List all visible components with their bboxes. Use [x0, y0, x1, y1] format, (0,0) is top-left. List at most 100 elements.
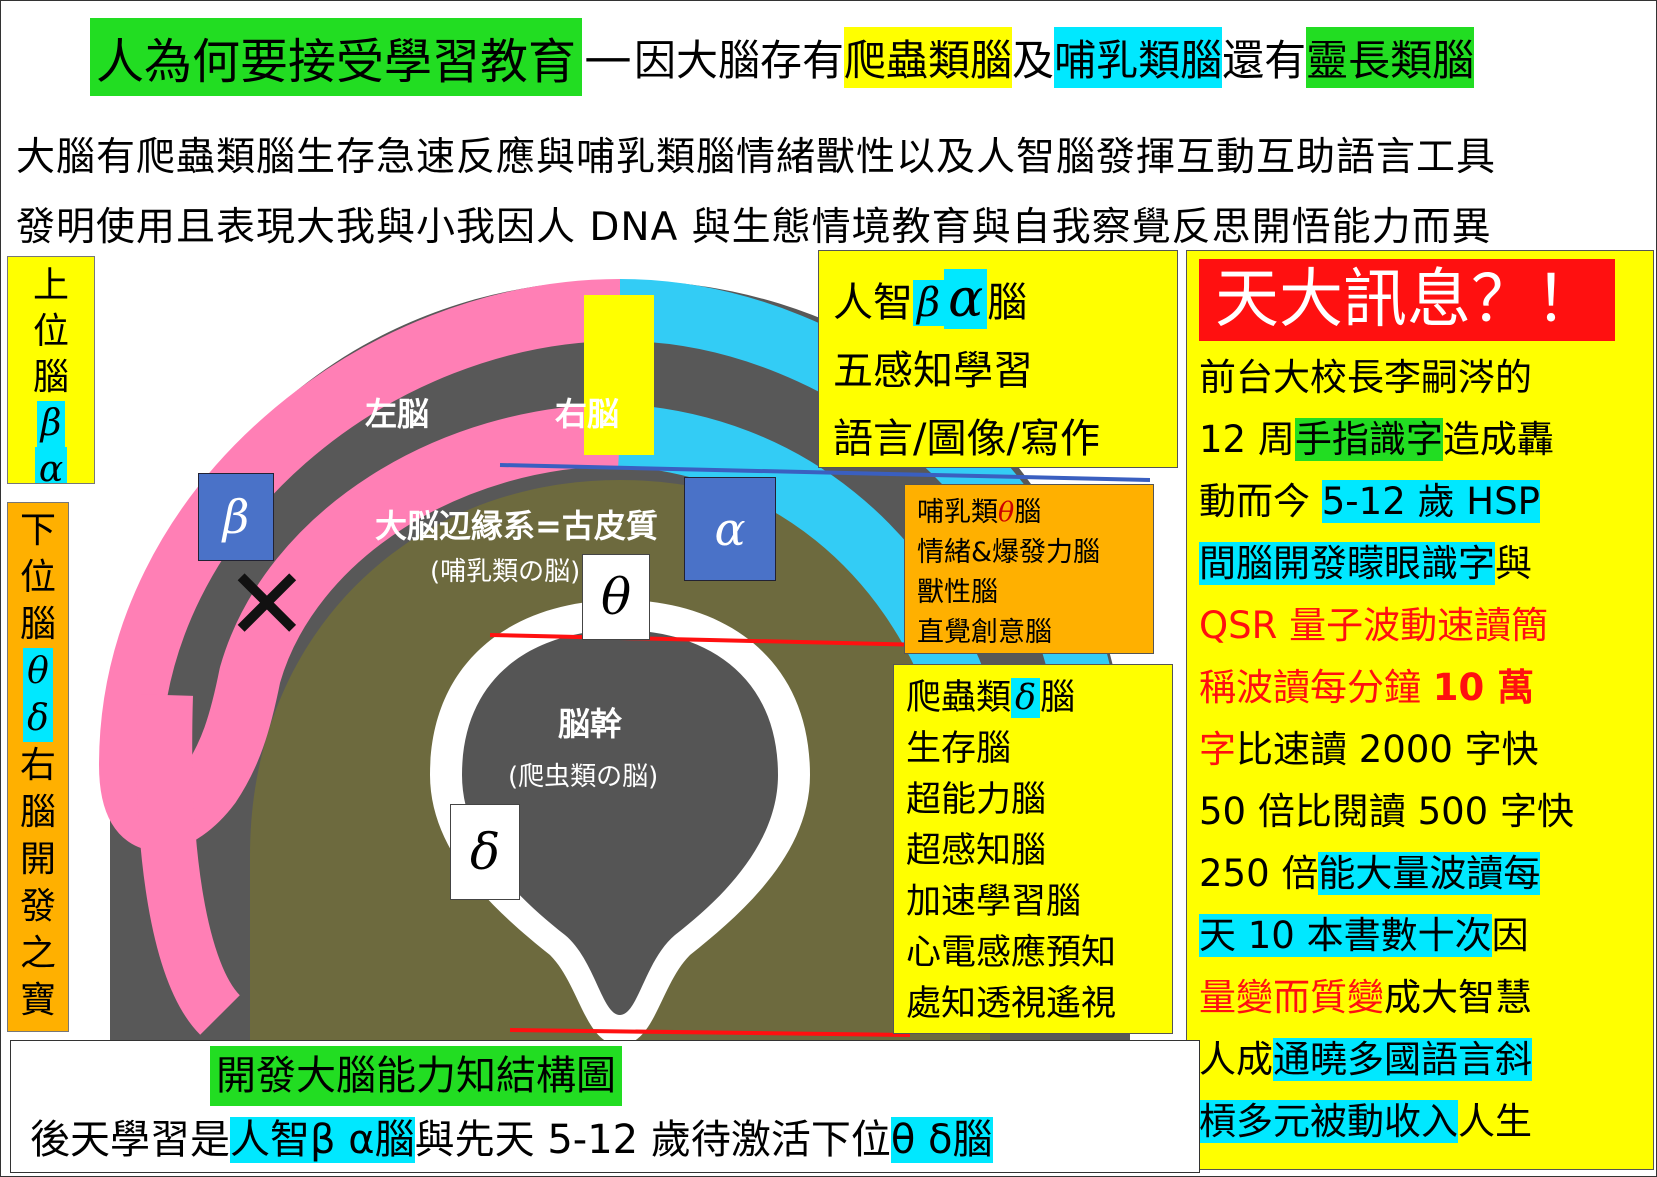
- mammal-box-line-4: 直覺創意腦: [917, 617, 1052, 648]
- human-box-alpha: α: [944, 269, 988, 329]
- intro-line-1: 大腦有爬蟲類腦生存急速反應與哺乳類腦情緒獸性以及人智腦發揮互動互助語言工具: [16, 135, 1497, 180]
- lower-char: 之: [19, 933, 56, 974]
- stem-label: 脳幹: [558, 705, 623, 743]
- news-text: 與: [1495, 542, 1532, 585]
- mammal-box-theta: θ: [998, 497, 1015, 528]
- lower-char: 開: [19, 839, 56, 880]
- lower-char: 發: [19, 886, 56, 927]
- caption-text: 後天學習是: [30, 1117, 230, 1163]
- intro-line-2: 發明使用且表現大我與小我因人 DNA 與生態情境教育與自我察覺反思開悟能力而異: [16, 205, 1492, 250]
- reptile-box-delta: δ: [1011, 678, 1041, 718]
- news-text: 動而今: [1199, 480, 1310, 523]
- title-mammal: 哺乳類腦: [1054, 26, 1223, 88]
- news-highlight: 能大量波讀每: [1318, 852, 1541, 895]
- news-red-text: 字: [1199, 728, 1236, 771]
- title-part-1: 因大腦存有: [634, 35, 845, 85]
- news-highlight: 5-12 歲 HSP: [1321, 480, 1540, 523]
- lower-brain-box: 下 位 腦 θ δ 右 腦 開 發 之 寶: [7, 502, 69, 1032]
- alpha-box: α: [684, 477, 776, 581]
- news-line: 12 周手指識字造成轟: [1199, 409, 1641, 471]
- news-line: 間腦開發矇眼識字與: [1199, 533, 1641, 595]
- lower-greek-theta: θ: [23, 648, 53, 695]
- mammal-brain-box: 哺乳類θ腦 情緒&爆發力腦 獸性腦 直覺創意腦: [904, 484, 1154, 654]
- news-highlight: 通曉多國語言斜: [1273, 1038, 1532, 1081]
- news-line: 量變而質變成大智慧: [1199, 967, 1641, 1029]
- reptile-box-line: 超能力腦: [906, 780, 1047, 820]
- upper-char: 上: [32, 265, 69, 306]
- news-red-text: 量變而質變: [1199, 976, 1384, 1019]
- left-pink-lower: [136, 694, 241, 1035]
- title-reptile: 爬蟲類腦: [844, 26, 1013, 88]
- mammal-box-line-1: 哺乳類θ腦: [917, 493, 1141, 533]
- page-title: 人為何要接受學習教育 — 因大腦存有 爬蟲類腦 及 哺乳類腦 還有 靈長類腦: [90, 18, 1475, 96]
- left-brain-label: 左脳: [365, 395, 429, 433]
- human-box-text: 人智: [833, 280, 913, 326]
- human-box-line-3: 語言/圖像/寫作: [833, 416, 1100, 462]
- lower-greek-delta: δ: [23, 695, 53, 742]
- lower-char: 位: [19, 557, 56, 598]
- limbic-label: 大脳辺縁系=古皮質: [375, 507, 658, 545]
- blue-divider-line: [499, 463, 1150, 482]
- news-line: 稱波讀每分鐘 10 萬: [1199, 657, 1641, 719]
- title-part-2: 及: [1012, 35, 1055, 85]
- lower-char: 右: [19, 745, 56, 786]
- red-divider-line-2: [509, 1028, 911, 1037]
- reptile-box-line: 加速學習腦: [906, 882, 1082, 922]
- human-box-beta: β: [913, 280, 945, 326]
- lower-char: 寶: [19, 980, 56, 1021]
- news-title: 天大訊息？！: [1199, 259, 1615, 341]
- news-line: QSR 量子波動速讀簡: [1199, 595, 1641, 657]
- news-text: 人生: [1458, 1100, 1532, 1143]
- brain-stem: [462, 630, 778, 1015]
- news-line: 天 10 本書數十次因: [1199, 905, 1641, 967]
- news-text: 12 周: [1199, 418, 1295, 461]
- news-line: 250 倍能大量波讀每: [1199, 843, 1641, 905]
- news-line: 字比速讀 2000 字快: [1199, 719, 1641, 781]
- news-line: 50 倍比閱讀 500 字快: [1199, 781, 1641, 843]
- news-line: 動而今 5-12 歲 HSP: [1199, 471, 1641, 533]
- news-line: 人成通曉多國語言斜: [1199, 1029, 1641, 1091]
- reptile-box-line: 超感知腦: [906, 831, 1047, 871]
- news-line: 前台大校長李嗣涔的: [1199, 347, 1641, 409]
- news-line: 槓多元被動收入人生: [1199, 1091, 1641, 1153]
- caption-line: 後天學習是人智β α腦與先天 5-12 歲待激活下位θ δ腦: [30, 1112, 993, 1168]
- news-red-text: 稱波讀每分鐘: [1199, 666, 1421, 709]
- mammal-box-text: 腦: [1014, 497, 1042, 528]
- news-text: 前台大校長李嗣涔的: [1199, 356, 1532, 399]
- caption-highlight: θ δ腦: [890, 1117, 993, 1163]
- news-text: 因: [1491, 914, 1529, 957]
- reptile-box-text: 腦: [1040, 678, 1076, 718]
- news-text: 人成: [1199, 1038, 1273, 1081]
- title-main: 人為何要接受學習教育: [90, 18, 583, 96]
- news-red-text: 10 萬: [1432, 666, 1535, 709]
- upper-greek-beta: β: [36, 401, 66, 447]
- caption-text: 與先天 5-12 歲待激活下位: [414, 1117, 891, 1163]
- title-part-3: 還有: [1222, 35, 1307, 85]
- upper-greek-alpha: α: [34, 447, 68, 483]
- cross-mark-icon: ✕: [225, 546, 309, 663]
- lower-char: 腦: [19, 604, 56, 645]
- news-highlight: 槓多元被動收入: [1199, 1100, 1458, 1143]
- center-yellow-stripe: [584, 295, 654, 455]
- theta-box: θ: [582, 554, 650, 640]
- title-primate: 靈長類腦: [1306, 26, 1475, 88]
- news-highlight: 天 10 本書數十次: [1199, 914, 1492, 957]
- right-brain-label: 右脳: [555, 395, 619, 433]
- reptile-box-line: 心電感應預知: [906, 933, 1117, 973]
- mammal-box-line-3: 獸性腦: [917, 577, 998, 608]
- news-red-text: QSR 量子波動速讀簡: [1199, 604, 1549, 647]
- news-highlight: 間腦開發矇眼識字: [1199, 542, 1495, 585]
- human-box-line-2: 五感知學習: [833, 348, 1033, 394]
- reptile-box-text: 爬蟲類: [906, 678, 1012, 718]
- mammal-box-line-2: 情緒&爆發力腦: [917, 537, 1101, 568]
- upper-brain-box: 上 位 腦 β α: [7, 256, 95, 484]
- news-text: 成大智慧: [1384, 976, 1532, 1019]
- beta-box: β: [198, 473, 274, 561]
- lower-char: 腦: [19, 792, 56, 833]
- reptile-box-line: 生存腦: [906, 729, 1012, 769]
- caption-highlight: 人智β α腦: [230, 1117, 415, 1163]
